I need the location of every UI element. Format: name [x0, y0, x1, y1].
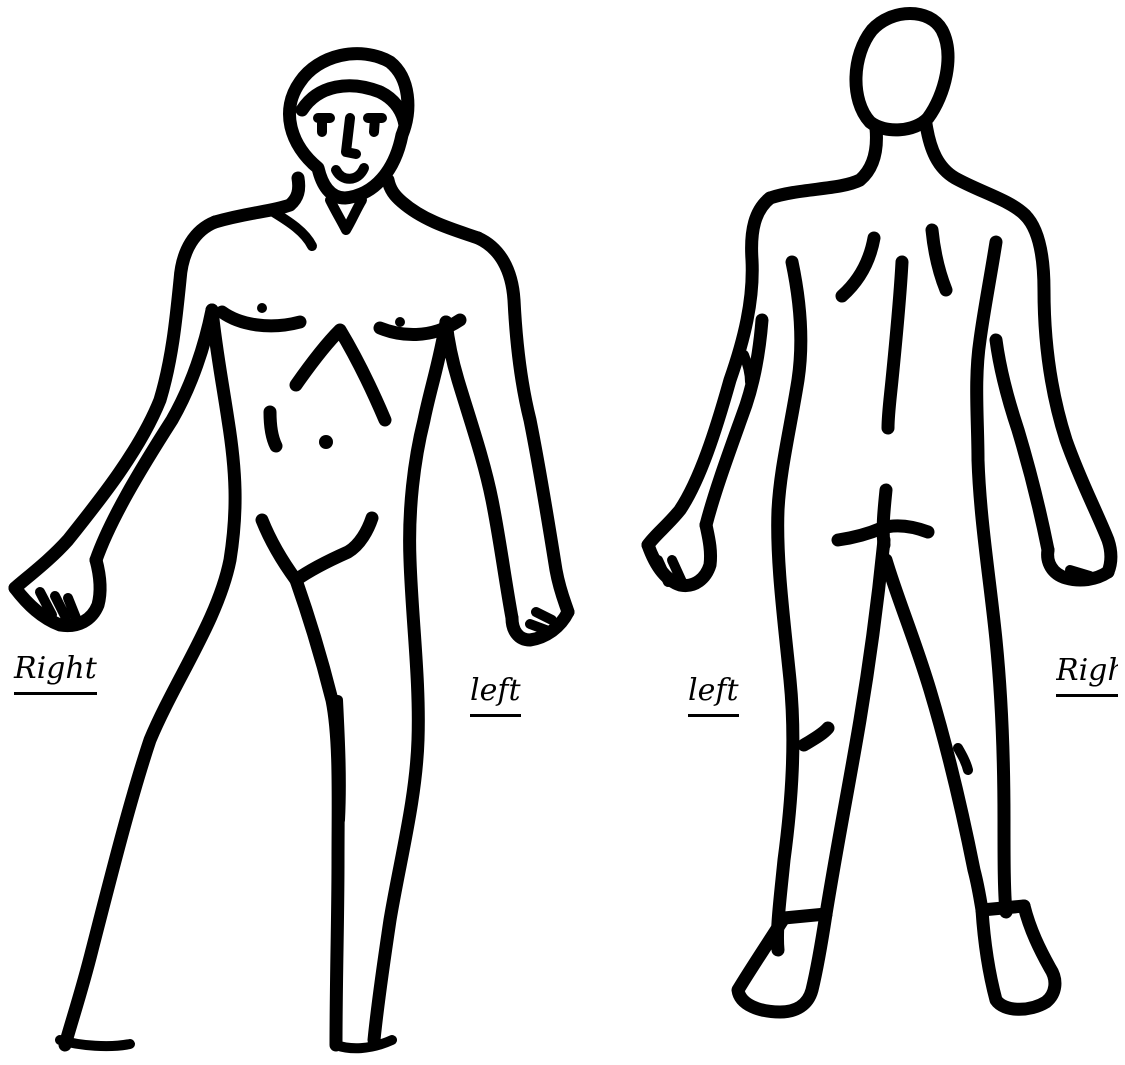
- back-left-foot: [738, 914, 826, 1012]
- front-right-label: Right: [14, 654, 97, 695]
- back-neck-right: [926, 124, 1025, 215]
- front-ribcage: [296, 330, 385, 420]
- back-right-shoulder-blade: [932, 230, 946, 290]
- front-right-nipple: [257, 303, 267, 313]
- back-left-leg-inner: [826, 540, 884, 914]
- back-right-calf-mark: [958, 748, 968, 770]
- front-left-pectoral: [380, 320, 460, 335]
- back-head-outline: [856, 14, 948, 130]
- front-navel: [319, 435, 333, 449]
- front-crotch: [262, 518, 372, 580]
- back-left-elbow: [744, 355, 750, 382]
- front-abdomen-line: [270, 412, 276, 446]
- front-left-leg-inner: [338, 700, 341, 820]
- front-mouth: [336, 168, 364, 179]
- back-right-fingers: [1070, 570, 1090, 576]
- front-left-eye: [318, 118, 330, 132]
- back-right-foot: [982, 906, 1055, 1009]
- front-right-leg-inner: [296, 580, 338, 1045]
- back-right-arm-inner: [996, 340, 1048, 550]
- front-body-figure: [15, 54, 568, 1049]
- front-right-foot: [60, 1040, 130, 1046]
- front-right-pectoral: [222, 312, 300, 326]
- back-left-calf-mark: [804, 728, 828, 745]
- front-throat: [330, 200, 362, 230]
- back-right-label: Righ: [1056, 656, 1118, 697]
- front-collarbone: [270, 210, 312, 246]
- front-left-label: left: [470, 676, 521, 717]
- front-left-foot: [336, 1040, 392, 1048]
- front-right-eye: [368, 118, 382, 132]
- back-spine: [888, 262, 902, 428]
- front-neck-left: [388, 180, 478, 238]
- back-body-figure: [648, 14, 1111, 1013]
- back-left-shoulder-blade: [842, 238, 874, 296]
- front-left-nipple: [395, 317, 405, 327]
- front-nose: [346, 118, 356, 154]
- back-left-torso-side: [777, 262, 800, 950]
- back-neck-left: [770, 128, 876, 198]
- front-left-fingers: [530, 612, 552, 630]
- front-left-arm-outer: [478, 238, 568, 612]
- back-left-fingers: [658, 560, 682, 582]
- front-right-arm-inner: [96, 310, 212, 560]
- back-buttocks-cleft: [883, 490, 886, 545]
- back-right-leg-inner: [886, 560, 982, 910]
- front-left-arm-inner: [446, 322, 512, 618]
- back-left-label: left: [688, 676, 739, 717]
- front-left-torso-side: [374, 322, 446, 1040]
